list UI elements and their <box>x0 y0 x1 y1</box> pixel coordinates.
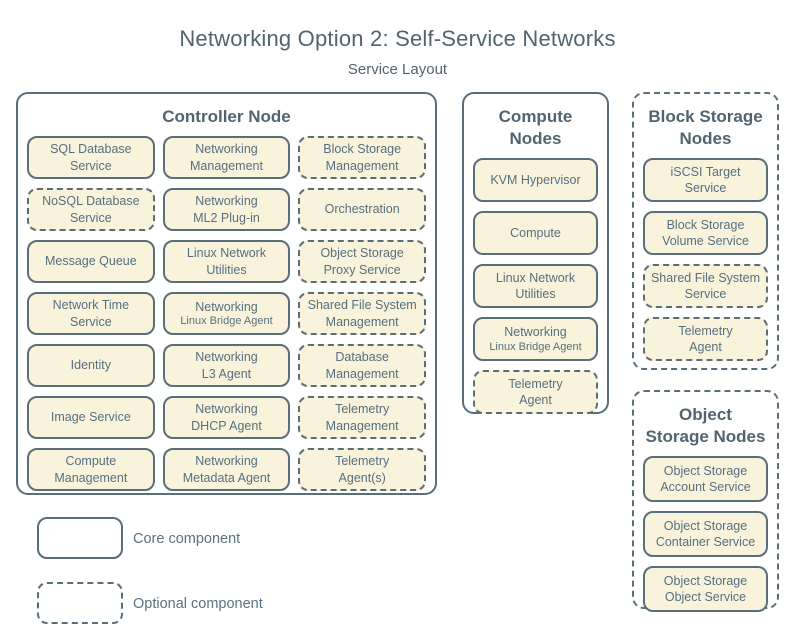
service-box-object-storage-account: Object Storage Account Service <box>643 456 768 503</box>
legend-core-swatch <box>37 517 123 559</box>
service-label: Object Storage Proxy Service <box>320 246 404 277</box>
service-label: Telemetry Agent <box>678 323 733 355</box>
service-box-nosql-database: NoSQL Database Service <box>27 188 155 232</box>
service-label: Shared File System Management <box>307 298 417 329</box>
service-label: Object Storage Container Service <box>655 518 756 550</box>
service-box-orchestration: Orchestration <box>298 188 426 232</box>
service-box-kvm-hypervisor: KVM Hypervisor <box>473 158 598 203</box>
service-label: Networking ML2 Plug-in <box>193 194 260 225</box>
service-box-block-storage-management: Block Storage Management <box>298 136 426 180</box>
service-box-sql-database: SQL Database Service <box>27 136 155 180</box>
compute-nodes-stack: KVM Hypervisor Compute Linux Network Uti… <box>473 158 598 415</box>
service-label: KVM Hypervisor <box>490 173 581 188</box>
service-box-networking-metadata: Networking Metadata Agent <box>162 448 291 492</box>
object-storage-nodes-group: Object Storage Nodes Object Storage Acco… <box>632 390 779 613</box>
controller-node-group: Controller Node SQL Database Service Net… <box>16 92 437 495</box>
compute-nodes-group: Compute Nodes KVM Hypervisor Compute Lin… <box>462 92 609 415</box>
service-box-block-storage-volume: Block Storage Volume Service <box>643 211 768 256</box>
service-box-networking-dhcp: Networking DHCP Agent <box>162 396 291 440</box>
service-box-networking-l3: Networking L3 Agent <box>162 344 291 388</box>
service-box-networking-ml2: Networking ML2 Plug-in <box>162 188 291 232</box>
service-label: Database Management <box>325 350 399 381</box>
legend-optional-label: Optional component <box>133 596 263 612</box>
compute-nodes-title: Compute Nodes <box>498 107 573 149</box>
service-label: Object Storage Account Service <box>660 463 751 495</box>
service-label: Shared File System Service <box>650 270 761 302</box>
service-label: Orchestration <box>324 202 400 217</box>
object-storage-nodes-stack: Object Storage Account Service Object St… <box>643 456 768 613</box>
service-label: Network Time Service <box>52 298 130 329</box>
block-storage-nodes-group: Block Storage Nodes iSCSI Target Service… <box>632 92 779 370</box>
controller-node-title: Controller Node <box>162 107 291 126</box>
service-box-message-queue: Message Queue <box>27 240 155 284</box>
service-label: Block Storage Volume Service <box>662 217 749 249</box>
service-box-shared-fs-service: Shared File System Service <box>643 264 768 309</box>
service-box-object-storage-object: Object Storage Object Service <box>643 566 768 613</box>
service-label: Telemetry Agent <box>508 376 563 408</box>
service-label: Telemetry Management <box>325 402 399 433</box>
service-box-database-management: Database Management <box>298 344 426 388</box>
object-storage-nodes-title: Object Storage Nodes <box>645 405 766 447</box>
service-sublabel: Linux Bridge Agent <box>180 315 273 328</box>
service-label: Object Storage Object Service <box>663 573 748 605</box>
service-label: Block Storage Management <box>323 142 402 173</box>
legend-core-label: Core component <box>133 531 241 547</box>
service-label: Compute Management <box>54 454 128 485</box>
service-label: Networking <box>504 325 567 340</box>
service-box-telemetry-agent-block: Telemetry Agent <box>643 317 768 362</box>
service-label: Image Service <box>50 410 131 425</box>
page-title: Networking Option 2: Self-Service Networ… <box>179 26 616 51</box>
service-label: Linux Network Utilities <box>186 246 267 277</box>
service-label: Networking Management <box>190 142 263 173</box>
service-label: Identity <box>70 358 111 373</box>
service-box-telemetry-agent-compute: Telemetry Agent <box>473 370 598 415</box>
block-storage-nodes-title: Block Storage Nodes <box>648 107 763 149</box>
controller-node-grid: SQL Database Service Networking Manageme… <box>27 136 426 492</box>
service-box-networking-management: Networking Management <box>162 136 291 180</box>
service-sublabel: Linux Bridge Agent <box>489 340 582 353</box>
service-label: Networking DHCP Agent <box>191 402 262 433</box>
service-box-identity: Identity <box>27 344 155 388</box>
service-box-telemetry-management: Telemetry Management <box>298 396 426 440</box>
block-storage-nodes-stack: iSCSI Target Service Block Storage Volum… <box>643 158 768 362</box>
service-label: Telemetry Agent(s) <box>335 454 390 485</box>
service-box-compute-management: Compute Management <box>27 448 155 492</box>
service-box-object-storage-container: Object Storage Container Service <box>643 511 768 558</box>
service-label: iSCSI Target Service <box>670 164 741 196</box>
service-box-compute: Compute <box>473 211 598 256</box>
service-label: Message Queue <box>44 254 137 269</box>
service-label: Networking Metadata Agent <box>182 454 271 485</box>
service-label: Linux Network Utilities <box>495 270 576 302</box>
service-box-shared-fs-management: Shared File System Management <box>298 292 426 336</box>
service-box-linux-network-utilities: Linux Network Utilities <box>162 240 291 284</box>
service-box-telemetry-agents: Telemetry Agent(s) <box>298 448 426 492</box>
service-box-network-time: Network Time Service <box>27 292 155 336</box>
service-label: NoSQL Database Service <box>42 194 140 225</box>
page-subtitle: Service Layout <box>347 61 448 78</box>
service-box-object-storage-proxy: Object Storage Proxy Service <box>298 240 426 284</box>
service-box-image-service: Image Service <box>27 396 155 440</box>
service-label: Networking <box>195 299 258 314</box>
service-box-linux-network-utilities-compute: Linux Network Utilities <box>473 264 598 309</box>
service-label: Compute <box>510 226 561 241</box>
legend-optional-swatch <box>37 582 123 624</box>
service-box-iscsi-target: iSCSI Target Service <box>643 158 768 203</box>
service-label: SQL Database Service <box>50 142 132 173</box>
service-label: Networking L3 Agent <box>195 350 258 381</box>
